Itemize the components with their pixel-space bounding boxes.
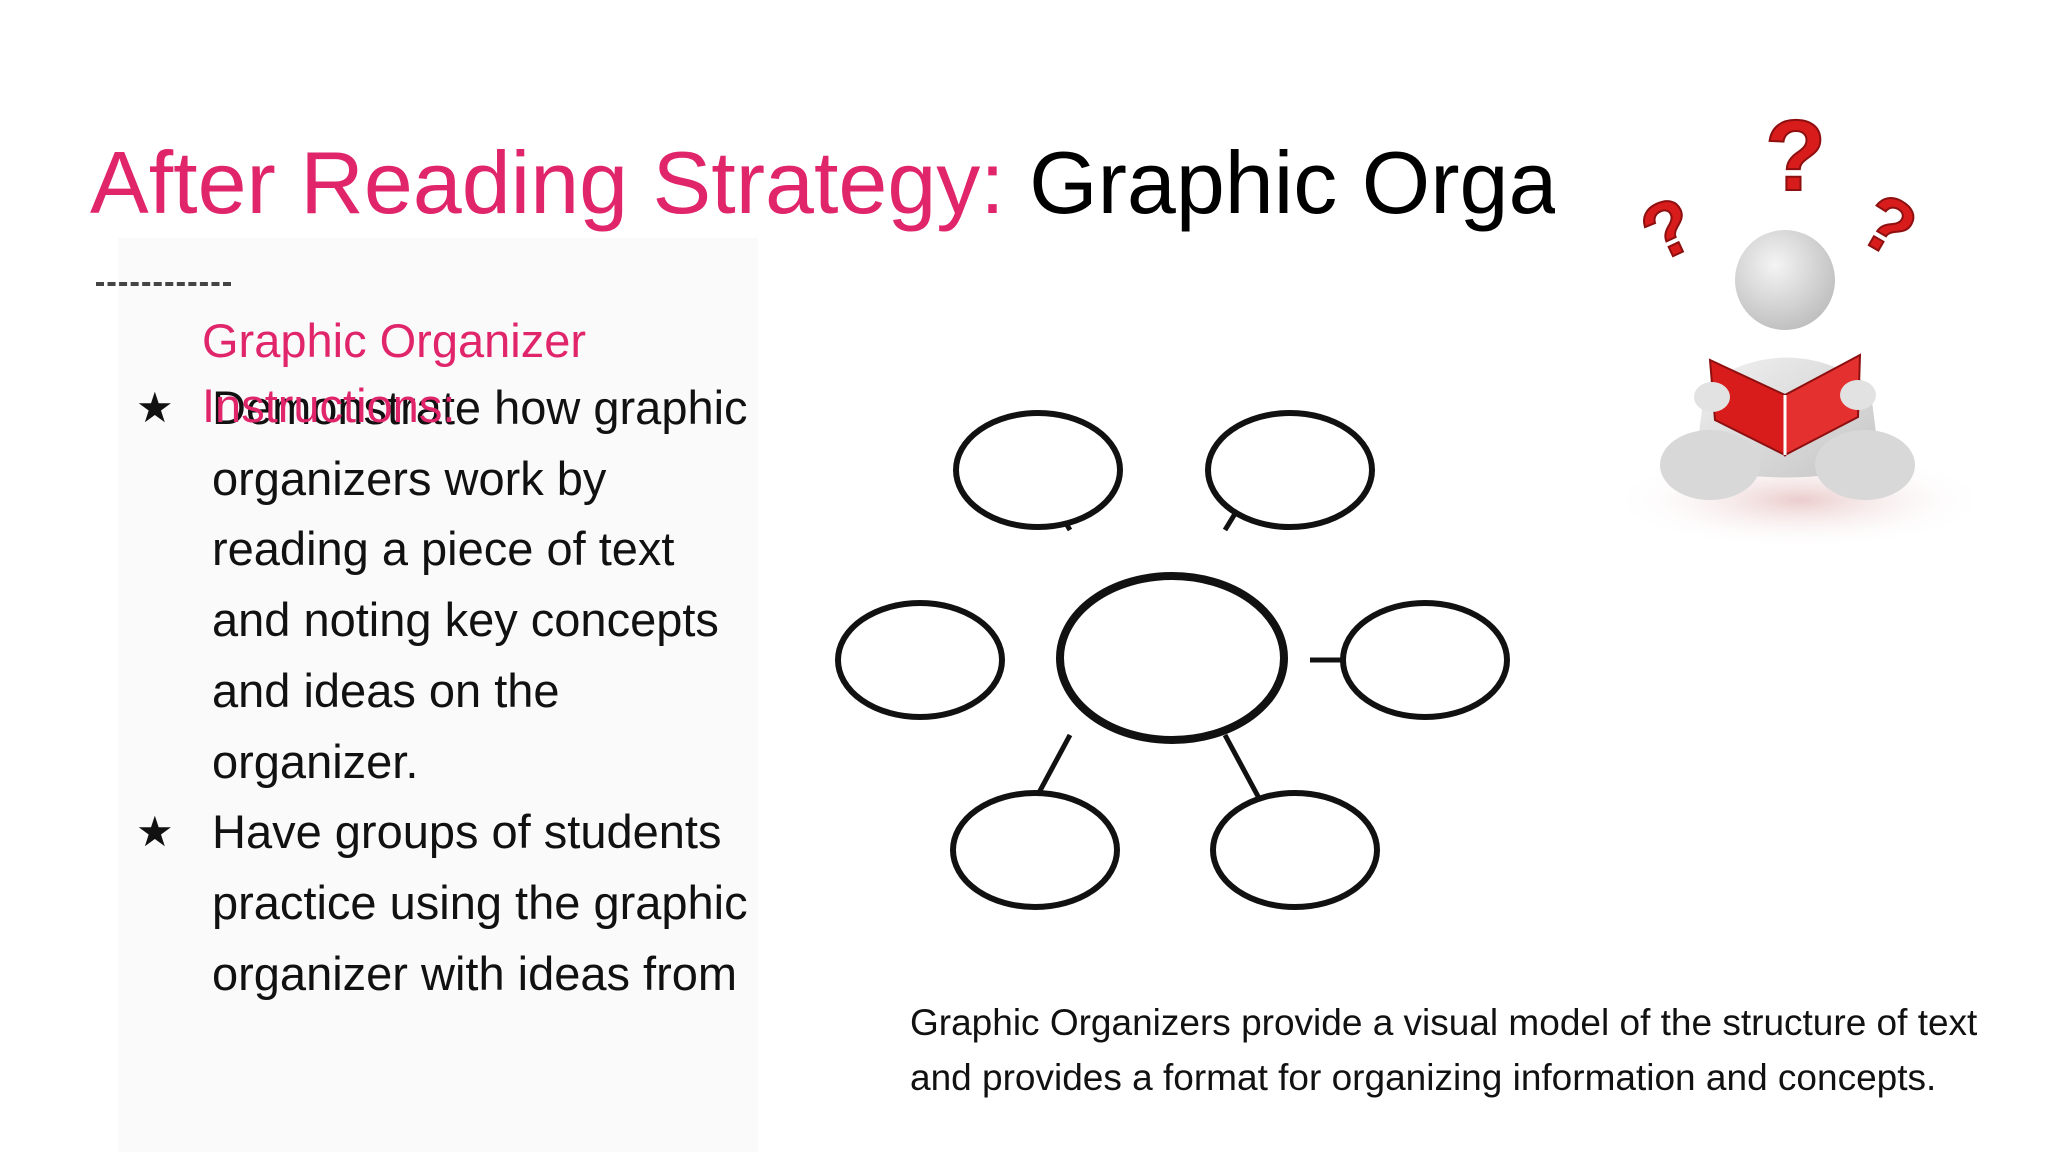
instruction-list: ★ Demonstrate how graphic organizers wor… — [132, 373, 752, 1009]
list-item: ★ Have groups of students practice using… — [132, 797, 752, 1009]
outer-node — [953, 410, 1123, 530]
instructions-heading: Graphic Organizer Instructions: — [202, 314, 586, 432]
svg-text:?: ? — [1765, 105, 1826, 212]
connector-line — [1032, 733, 1073, 802]
outer-node — [950, 790, 1120, 910]
outer-node — [835, 600, 1005, 720]
title-rest: Graphic Organ — [1029, 133, 1555, 232]
center-node — [1056, 572, 1288, 744]
connector-line — [1222, 733, 1263, 802]
graphic-organizer-diagram — [835, 410, 1510, 910]
svg-text:?: ? — [1846, 175, 1931, 275]
outer-node — [1210, 790, 1380, 910]
list-item: ★ Demonstrate how graphic organizers wor… — [132, 373, 752, 797]
slide-title: After Reading Strategy: Graphic Organ — [90, 128, 1555, 238]
outer-node — [1340, 600, 1510, 720]
svg-text:?: ? — [1628, 179, 1708, 279]
text-panel-background — [118, 238, 758, 1152]
bullet-text: Have groups of students practice using t… — [212, 805, 748, 1000]
caption-text: Graphic Organizers provide a visual mode… — [910, 1002, 1978, 1098]
title-accent: After Reading Strategy: — [90, 133, 1030, 232]
bullet-text: Demonstrate how graphic organizers work … — [212, 381, 748, 788]
star-bullet-icon: ★ — [136, 384, 174, 431]
reading-figure-with-question-marks-icon: ? ? ? — [1610, 105, 1990, 550]
star-bullet-icon: ★ — [136, 808, 174, 856]
outer-node — [1205, 410, 1375, 530]
title-divider — [96, 282, 231, 290]
